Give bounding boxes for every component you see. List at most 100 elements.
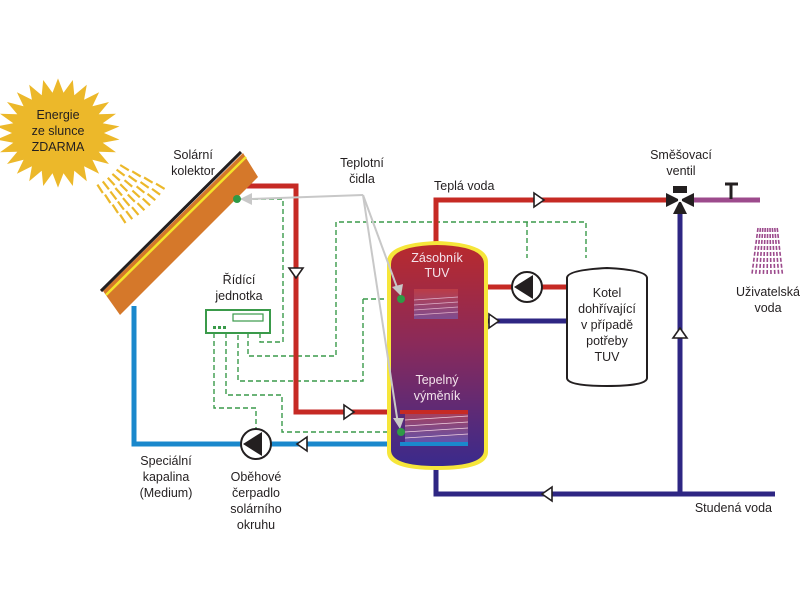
valve-body (666, 193, 680, 207)
sun-ray (117, 200, 125, 211)
boiler-label-5: TUV (595, 350, 621, 364)
collector-frame (99, 150, 243, 293)
flow-arrow-right-icon (488, 312, 501, 330)
sun-ray (119, 183, 129, 192)
spray-line (769, 227, 772, 275)
sun-ray (101, 180, 110, 190)
boiler-pump (511, 271, 543, 303)
flow-arrow-right-icon (533, 191, 546, 209)
sun-label-2: ze slunce (32, 124, 85, 138)
sun-label-3: ZDARMA (32, 140, 85, 154)
controller-label-1: Řídící (223, 272, 256, 287)
collector-label-1: Solární (173, 148, 213, 162)
flow-arrow-right-icon (343, 403, 356, 421)
faucet-icon (725, 182, 738, 199)
collector-body (103, 153, 258, 315)
control-wires (213, 198, 587, 433)
spray-line (758, 227, 764, 275)
wire-collector-sensor (240, 198, 284, 343)
spray-line (755, 227, 762, 275)
hot-water-pipe (433, 197, 670, 245)
cold-solar-pipe (131, 306, 468, 447)
medium-label-1: Speciální (140, 454, 192, 468)
sensors-label-1: Teplotní (340, 156, 384, 170)
shower-spray-icon (751, 227, 784, 275)
sun-ray (114, 187, 123, 197)
controller-led (223, 326, 226, 329)
spray-line (751, 227, 759, 275)
upper-coil (414, 289, 458, 319)
hot-water-label: Teplá voda (434, 179, 495, 193)
sun-ray (119, 164, 130, 172)
pointer-exchanger (362, 194, 399, 425)
sun-ray (109, 190, 118, 201)
pointer-collector (249, 194, 364, 200)
wire-tank-top-sensor (237, 299, 364, 382)
pump-triangle (514, 275, 533, 299)
flow-arrow-up-icon (671, 326, 689, 339)
sun-ray (127, 174, 138, 183)
upper-coil-lines (413, 296, 459, 316)
sensor-tank-top-dot (397, 295, 405, 303)
wire-tank-top (247, 221, 587, 357)
controller-led (218, 326, 221, 329)
mixing-valve-icon (666, 186, 694, 214)
boiler-label-1: Kotel (593, 286, 622, 300)
sun-ray (111, 173, 121, 182)
sun-ray (96, 184, 104, 194)
lower-coil (405, 412, 468, 444)
controller-unit: Řídící jednotka (205, 272, 271, 334)
sun-ray (131, 206, 140, 216)
sun-ray (141, 197, 151, 207)
mixing-valve-label-1: Směšovací (650, 148, 712, 162)
sun-ray (139, 181, 150, 189)
spray-line (771, 227, 776, 275)
sensor-exchanger-dot (397, 428, 405, 436)
tank-label-1: Zásobník (411, 251, 463, 265)
collector-glass (105, 156, 247, 296)
pump-label-4: okruhu (237, 518, 275, 532)
arrowhead-icon (393, 418, 404, 429)
solar-collector (99, 150, 258, 315)
sun-ray (125, 210, 134, 220)
mixing-valve-label-2: ventil (666, 164, 695, 178)
sun-ray (131, 170, 142, 178)
sun-ray (155, 182, 166, 190)
sensors-label-2: čidla (349, 172, 375, 186)
boiler-label-4: potřeby (586, 334, 628, 348)
pointer-tank-top (362, 194, 399, 291)
valve-body (673, 200, 687, 214)
cold-water-pipe (433, 462, 775, 497)
sun-ray (106, 177, 116, 186)
medium-label-3: (Medium) (140, 486, 193, 500)
sun-ray (119, 214, 127, 224)
controller-display (232, 313, 264, 322)
flow-arrow-left-icon (295, 435, 308, 453)
sun-ray (122, 197, 131, 207)
sensor-pointers (249, 194, 399, 425)
sun-ray (123, 179, 133, 188)
sun-ray (146, 193, 156, 202)
spray-line (774, 227, 780, 275)
user-water-label-1: Uživatelská (736, 285, 800, 299)
wire-exchanger-sensor (225, 333, 401, 433)
medium-label-2: kapalina (143, 470, 190, 484)
valve-body (680, 193, 694, 207)
sun-star-icon (0, 78, 120, 188)
user-water-label-2: voda (754, 301, 781, 315)
sensor-collector-dot (233, 195, 241, 203)
tank-label-2: TUV (425, 266, 451, 280)
flow-arrows (287, 191, 689, 503)
storage-tank: Zásobník TUV Tepelný výměník (387, 241, 488, 470)
flow-arrow-down-icon (287, 267, 305, 280)
pump-triangle (243, 432, 262, 456)
wire-solar-pump (213, 333, 257, 430)
boiler: Kotel dohřívající v případě potřeby TUV (566, 266, 648, 388)
cold-water-label: Studená voda (695, 501, 772, 515)
controller-label-2: jednotka (214, 289, 262, 303)
exchanger-label-2: výměník (414, 389, 461, 403)
pump-label-2: čerpadlo (232, 486, 280, 500)
arrowhead-icon (240, 193, 252, 205)
collector-label-2: kolektor (171, 164, 215, 178)
arrowhead-icon (392, 284, 403, 296)
